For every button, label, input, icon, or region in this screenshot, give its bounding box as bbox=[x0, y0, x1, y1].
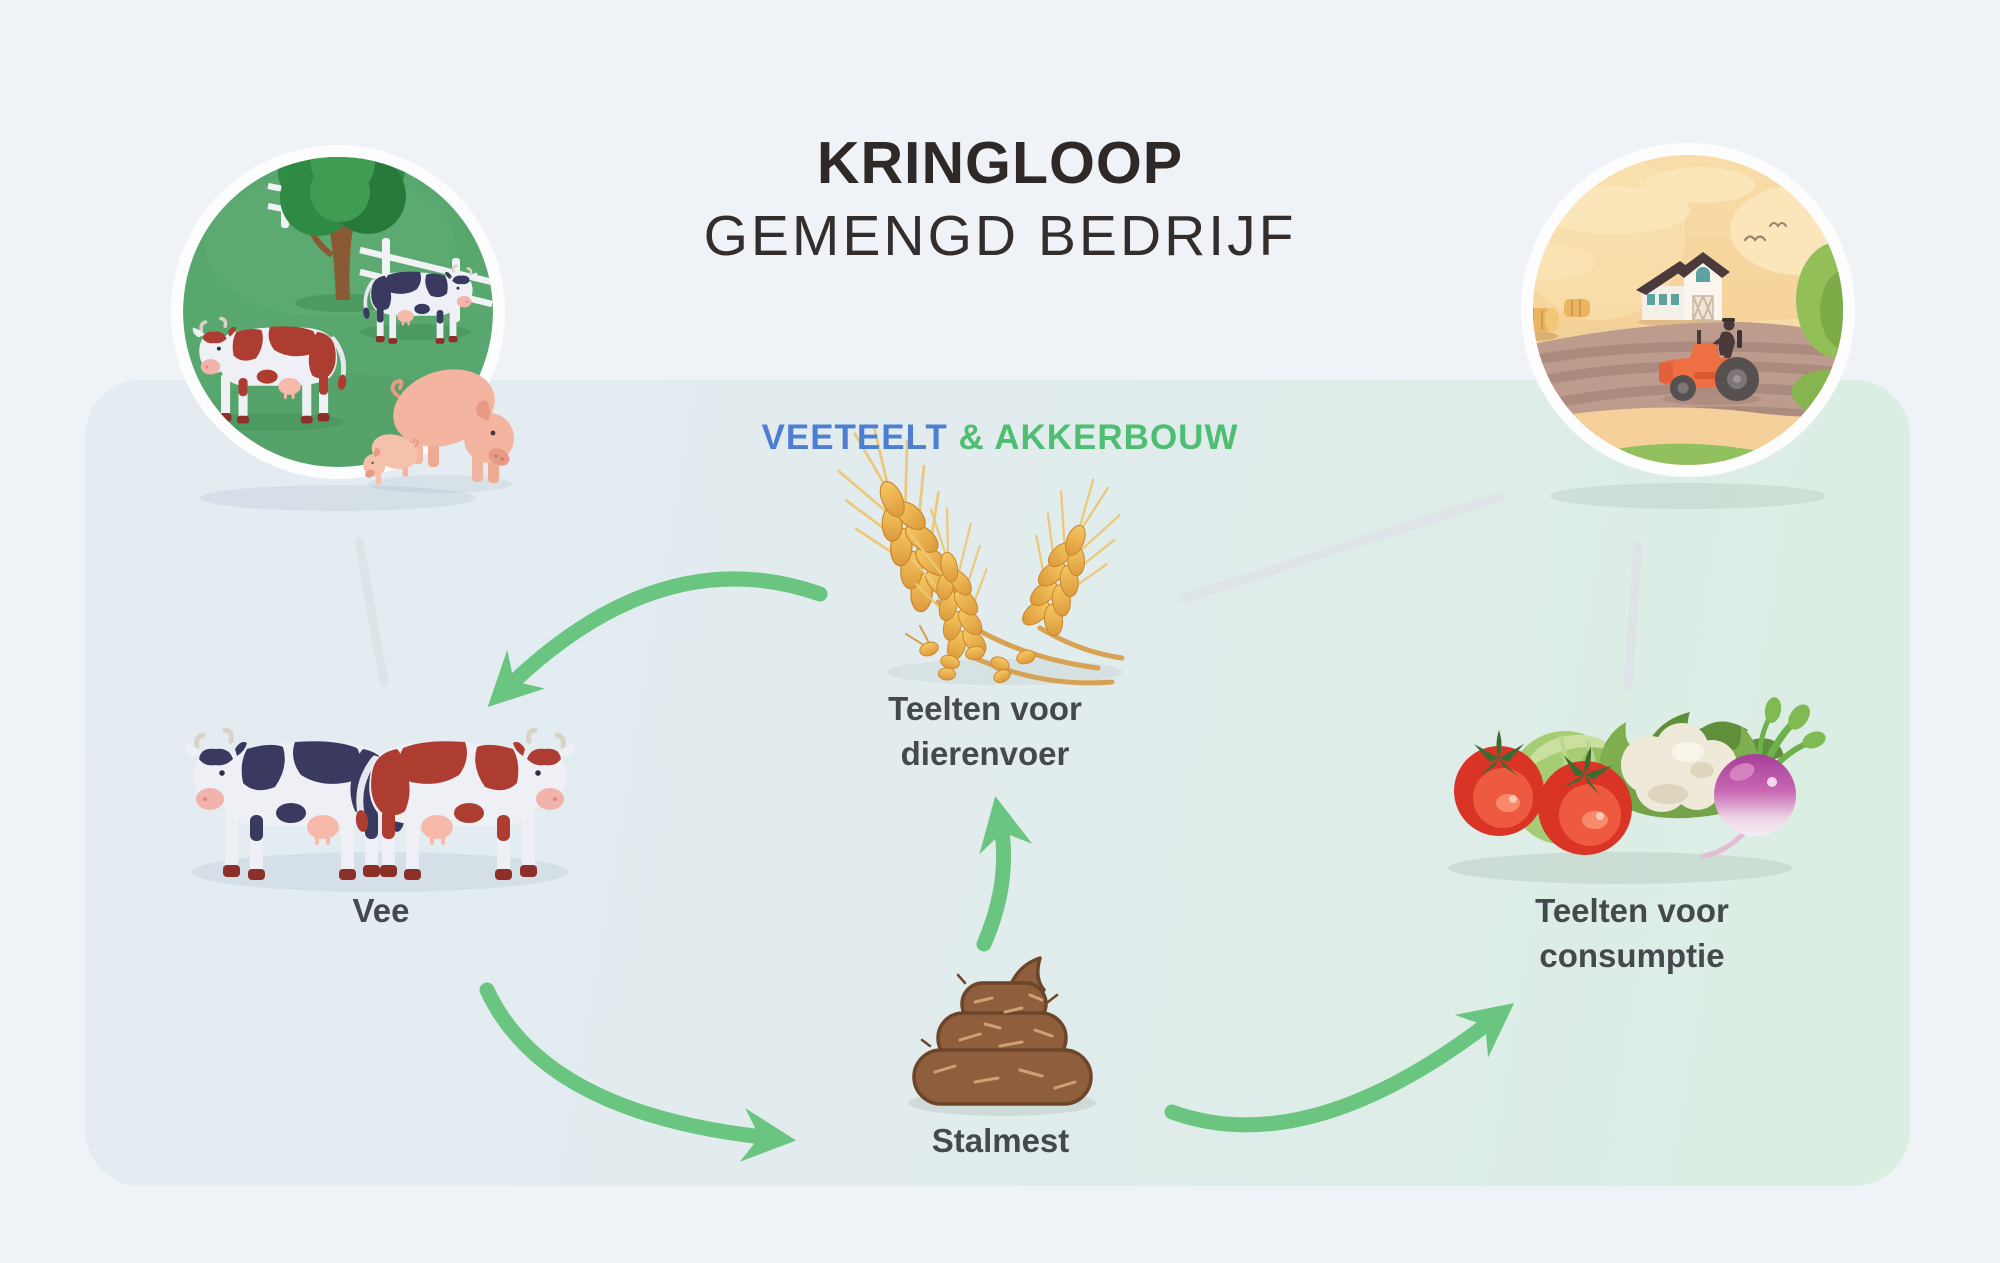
connector-line-right-lower bbox=[1623, 541, 1643, 692]
cauliflower-icon bbox=[1621, 723, 1737, 812]
arrow-dierenvoer-to-vee bbox=[487, 571, 828, 708]
tomato-icon bbox=[1454, 730, 1544, 836]
subtitle-veeteelt: VEETEELT bbox=[761, 418, 948, 457]
subtitle-akkerbouw: AKKERBOUW bbox=[994, 418, 1239, 457]
vegetables-icon bbox=[1448, 697, 1826, 884]
title-line-1: KRINGLOOP bbox=[816, 130, 1184, 196]
cows-icon bbox=[185, 730, 576, 892]
tractor-icon bbox=[1659, 318, 1762, 405]
label-teelten-voor-dierenvoer: Teelten voor dierenvoer bbox=[888, 690, 1082, 772]
barn-icon bbox=[1636, 252, 1730, 327]
piglet-icon bbox=[363, 434, 419, 485]
label-teelten-voor-consumptie: Teelten voor consumptie bbox=[1535, 892, 1729, 974]
subtitle-ampersand: & bbox=[958, 418, 985, 457]
pig-icon bbox=[363, 369, 514, 493]
arrow-vee-to-stalmest bbox=[479, 982, 797, 1162]
bird-icon bbox=[1768, 221, 1788, 228]
subtitle: VEETEELT & AKKERBOUW bbox=[0, 418, 2000, 458]
tomato-icon bbox=[1538, 746, 1632, 855]
flow-arrows bbox=[479, 571, 1515, 1162]
tree-icon bbox=[278, 157, 406, 312]
label-vee: Vee bbox=[352, 892, 410, 929]
manure-icon bbox=[908, 956, 1096, 1116]
turnip-icon bbox=[1701, 697, 1826, 859]
label-stalmest: Stalmest bbox=[931, 1122, 1070, 1159]
page-title: KRINGLOOP GEMENGD BEDRIJF bbox=[0, 128, 2000, 274]
arrow-stalmest-to-consumptie bbox=[1164, 1003, 1515, 1133]
arrow-stalmest-to-dierenvoer bbox=[976, 796, 1033, 952]
connector-line-left bbox=[354, 537, 389, 687]
title-line-2: GEMENGD BEDRIJF bbox=[703, 204, 1297, 268]
wheat-icon bbox=[819, 411, 1136, 686]
bird-icon bbox=[1743, 235, 1767, 242]
connector-lines bbox=[354, 492, 1643, 692]
connector-line-right-upper bbox=[1180, 492, 1505, 603]
